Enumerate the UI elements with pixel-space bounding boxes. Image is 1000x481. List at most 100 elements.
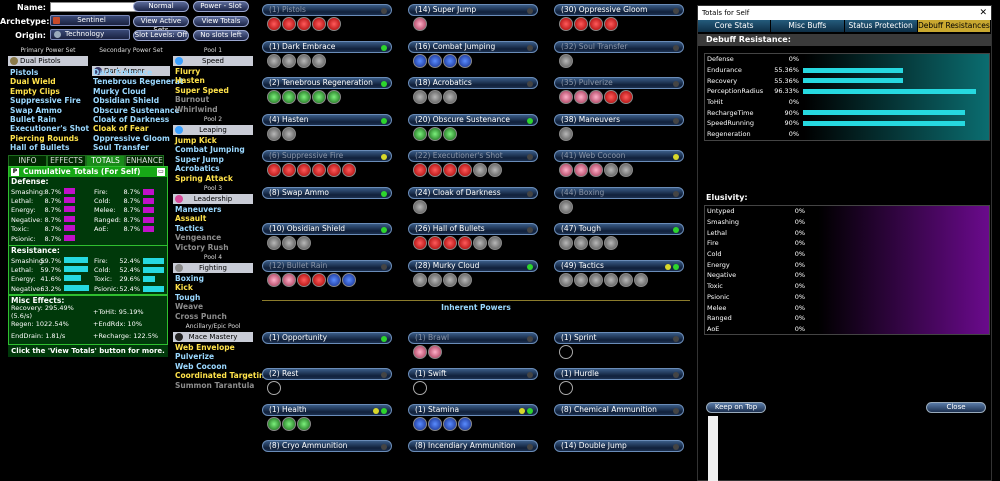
enhancement-icon[interactable] (443, 53, 457, 68)
enhancement-icon[interactable] (559, 90, 573, 104)
enhancement-icon[interactable] (589, 163, 603, 177)
close-button[interactable]: Close (926, 402, 986, 413)
power-slot[interactable]: (1) Opportunity (262, 332, 392, 344)
enhancement-icon[interactable] (458, 53, 472, 68)
enhancement-icon[interactable] (327, 272, 341, 287)
tab-status-protection[interactable]: Status Protection (844, 20, 918, 32)
enhancement-icon[interactable] (574, 90, 588, 104)
power-slot[interactable]: (41) Web Cocoon (554, 150, 684, 177)
enhancement-icon[interactable] (634, 272, 648, 287)
enhancement-icon[interactable] (297, 272, 311, 287)
pool-power-item[interactable]: Tough (175, 292, 201, 302)
secondary-power-item[interactable]: Dark Embrace (93, 68, 153, 77)
enhancement-icon[interactable] (443, 126, 457, 141)
primary-power-item[interactable]: Dual Wield (10, 77, 56, 87)
secondary-power-item[interactable]: Tenebrous Regenerat (93, 77, 184, 87)
secondary-power-item[interactable]: Obscure Sustenance (93, 105, 180, 115)
enhancement-icon[interactable] (559, 53, 573, 68)
enhancement-icon[interactable] (267, 90, 281, 104)
primary-power-item[interactable]: Hall of Bullets (10, 143, 70, 153)
pool-power-item[interactable]: Jump Kick (175, 136, 217, 145)
enhancement-icon[interactable] (282, 163, 296, 177)
enhancement-icon[interactable] (458, 163, 472, 177)
enhancement-icon[interactable] (559, 236, 573, 250)
primary-power-item[interactable]: Executioner's Shot (10, 124, 90, 134)
enhancement-icon[interactable] (312, 17, 326, 31)
secondary-power-item[interactable]: Obsidian Shield (93, 96, 160, 106)
power-slot[interactable]: (32) Soul Transfer (554, 40, 684, 68)
power-slot[interactable]: (12) Bullet Rain (262, 259, 392, 287)
enhancement-icon[interactable] (282, 126, 296, 141)
enhancement-icon[interactable] (458, 236, 472, 250)
power-slot[interactable]: (1) Pistols (262, 4, 392, 31)
secondary-power-item[interactable]: Oppressive Gloom (93, 133, 170, 143)
enhancement-icon[interactable] (559, 272, 573, 287)
power-slot[interactable]: (26) Hall of Bullets (408, 223, 538, 250)
tab-core-stats[interactable]: Core Stats (698, 20, 772, 32)
enhancement-icon[interactable] (473, 163, 487, 177)
enhancement-icon[interactable] (297, 163, 311, 177)
enhancement-icon[interactable] (589, 17, 603, 31)
enhancement-icon[interactable] (312, 272, 326, 287)
enhancement-icon[interactable] (413, 53, 427, 68)
pin-icon[interactable]: P (11, 168, 19, 176)
enhancement-icon[interactable] (619, 272, 633, 287)
name-input[interactable] (50, 2, 142, 12)
enhancement-icon[interactable] (574, 236, 588, 250)
pool-power-item[interactable]: Pulverize (175, 352, 215, 362)
enhancement-icon[interactable] (619, 163, 633, 177)
enhancement-icon[interactable] (473, 236, 487, 250)
power-slot[interactable]: (38) Maneuvers (554, 113, 684, 141)
power-slot-button[interactable]: Power - Slot (193, 1, 249, 12)
enhancement-icon[interactable] (574, 17, 588, 31)
pool-power-item[interactable]: Tactics (175, 223, 204, 233)
power-slot[interactable]: (1) Dark Embrace (262, 40, 392, 68)
power-slot[interactable]: (14) Super Jump (408, 4, 538, 31)
enhancement-icon[interactable] (559, 126, 573, 141)
enhancement-icon[interactable] (589, 272, 603, 287)
enhancement-icon[interactable] (559, 199, 573, 214)
view-active-sets-button[interactable]: View Active Sets (133, 16, 189, 34)
enhancement-icon[interactable] (267, 17, 281, 31)
enhancement-icon[interactable] (297, 17, 311, 31)
enhancement-icon[interactable] (589, 236, 603, 250)
enhancement-icon[interactable] (428, 345, 442, 359)
enhancement-icon[interactable] (619, 90, 633, 104)
enhancement-icon[interactable] (297, 90, 311, 104)
power-slot[interactable]: (44) Boxing (554, 186, 684, 214)
pool-power-item[interactable]: Kick (175, 283, 193, 293)
primary-power-item[interactable]: Pistols (10, 68, 39, 77)
enhancement-icon[interactable] (443, 236, 457, 250)
enhancement-icon[interactable] (297, 53, 311, 68)
power-slot[interactable]: (20) Obscure Sustenance (408, 113, 538, 141)
enhancement-icon[interactable] (312, 53, 326, 68)
pool-power-item[interactable]: Cross Punch (175, 311, 227, 321)
origin-select[interactable]: Technology (50, 29, 130, 40)
power-slot[interactable]: (1) Brawl (408, 332, 538, 359)
enhancement-icon[interactable] (428, 417, 442, 431)
enhancement-icon[interactable] (327, 17, 341, 31)
power-slot[interactable]: (16) Combat Jumping (408, 40, 538, 68)
archetype-select[interactable]: Sentinel (50, 15, 130, 26)
pool-power-item[interactable]: Victory Rush (175, 242, 229, 252)
enhancement-icon[interactable] (443, 90, 457, 104)
power-slot[interactable]: (2) Tenebrous Regeneration (262, 77, 392, 104)
pool-select[interactable]: Fighting (173, 263, 253, 273)
pool-power-item[interactable]: Vengeance (175, 233, 222, 243)
power-slot[interactable]: (30) Oppressive Gloom (554, 4, 684, 31)
enhancement-icon[interactable] (413, 236, 427, 250)
power-slot[interactable]: (8) Cryo Ammunition (262, 440, 392, 452)
enhancement-icon[interactable] (413, 163, 427, 177)
pool-select[interactable]: Speed (173, 56, 253, 66)
secondary-power-item[interactable]: Murky Cloud (93, 86, 146, 96)
pool-select[interactable]: Leaping (173, 125, 253, 135)
pool-power-item[interactable]: Summon Tarantula (175, 380, 255, 390)
enhancement-icon[interactable] (428, 163, 442, 177)
scrollbar[interactable] (708, 416, 718, 481)
keep-on-top-button[interactable]: Keep on Top (706, 402, 766, 413)
enhancement-icon[interactable] (413, 272, 427, 287)
enhancement-icon[interactable] (282, 272, 296, 287)
enhancement-icon[interactable] (267, 53, 281, 68)
enhancement-icon[interactable] (342, 163, 356, 177)
power-slot[interactable]: (1) Sprint (554, 332, 684, 359)
